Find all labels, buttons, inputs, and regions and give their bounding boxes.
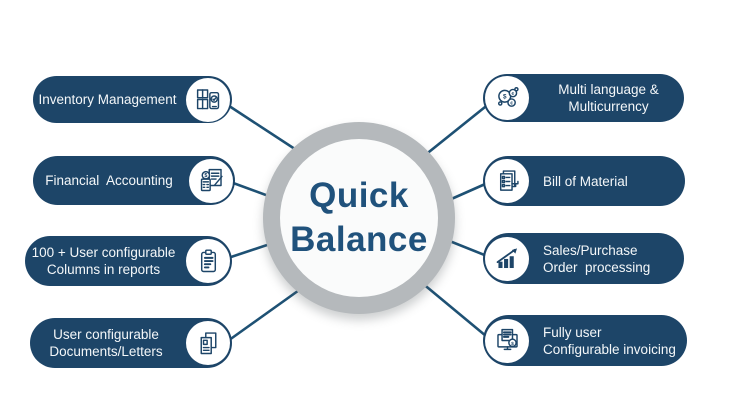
feature-label: Bill of Material: [533, 173, 685, 190]
feature-label: Sales/Purchase Order processing: [533, 242, 684, 276]
center-circle: Quick Balance: [263, 122, 455, 314]
icon-badge: [485, 159, 529, 203]
feature-label: 100 + User configurable Columns in repor…: [25, 244, 182, 278]
icon-badge: $: [485, 318, 529, 363]
feature-label-line: Order processing: [543, 259, 651, 275]
feature-label-line: 100 + User configurable: [31, 245, 176, 260]
feature-label: User configurable Documents/Letters: [30, 326, 182, 360]
feature-pill-user-configurable-documents: User configurable Documents/Letters: [30, 318, 232, 368]
feature-pill-financial-accounting: Financial Accounting $: [33, 156, 235, 205]
svg-text:$: $: [204, 173, 207, 179]
inventory-icon: [196, 89, 219, 110]
documents-icon: [200, 331, 216, 354]
icon-badge: [186, 239, 230, 283]
feature-label-line: Multicurrency: [568, 99, 649, 114]
icon-badge: [485, 236, 529, 281]
svg-text:$: $: [511, 341, 514, 347]
feature-label-line: Multi language &: [558, 82, 659, 97]
feature-label: Financial Accounting: [33, 172, 185, 189]
icon-badge: $: [189, 158, 233, 203]
financial-accounting-icon: $: [200, 168, 223, 192]
feature-label-line: Financial Accounting: [45, 173, 173, 188]
bill-of-material-icon: [499, 169, 519, 191]
feature-label: Fully user Configurable invoicing: [533, 324, 687, 358]
feature-pill-bill-of-material: Bill of Material: [483, 156, 685, 206]
feature-label: Inventory Management: [33, 91, 182, 108]
center-label: Quick Balance: [280, 139, 438, 297]
feature-label-line: Columns in reports: [46, 262, 161, 277]
center-title-line: Balance: [290, 220, 428, 259]
feature-pill-multi-language-multicurrency: $ ¢ € Multi language & Multicurrency: [483, 74, 684, 122]
svg-text:€: €: [510, 100, 513, 106]
feature-label: Multi language & Multicurrency: [533, 81, 684, 115]
center-title-line: Quick: [309, 176, 409, 215]
feature-label-line: Sales/Purchase: [543, 242, 638, 258]
feature-pill-user-configurable-columns: 100 + User configurable Columns in repor…: [25, 236, 232, 286]
feature-label-line: User configurable: [53, 327, 159, 342]
feature-label-line: Fully user: [543, 324, 602, 340]
icon-badge: $ ¢ €: [485, 76, 529, 120]
invoicing-icon: $: [496, 328, 518, 351]
svg-text:¢: ¢: [511, 91, 514, 97]
feature-label-line: Inventory Management: [38, 92, 177, 107]
feature-label-line: Bill of Material: [543, 173, 628, 189]
report-columns-icon: [200, 248, 216, 272]
feature-label-line: Documents/Letters: [49, 344, 163, 359]
feature-label-line: Configurable invoicing: [543, 341, 676, 357]
feature-pill-sales-purchase-order-processing: Sales/Purchase Order processing: [483, 233, 684, 284]
feature-pill-inventory-management: Inventory Management: [33, 76, 232, 123]
svg-text:$: $: [503, 93, 507, 100]
feature-pill-fully-user-configurable-invoicing: $ Fully user Configurable invoicing: [483, 315, 687, 366]
multicurrency-icon: $ ¢ €: [497, 86, 519, 107]
icon-badge: [186, 321, 230, 365]
sales-purchase-icon: [496, 248, 517, 269]
icon-badge: [186, 77, 230, 122]
